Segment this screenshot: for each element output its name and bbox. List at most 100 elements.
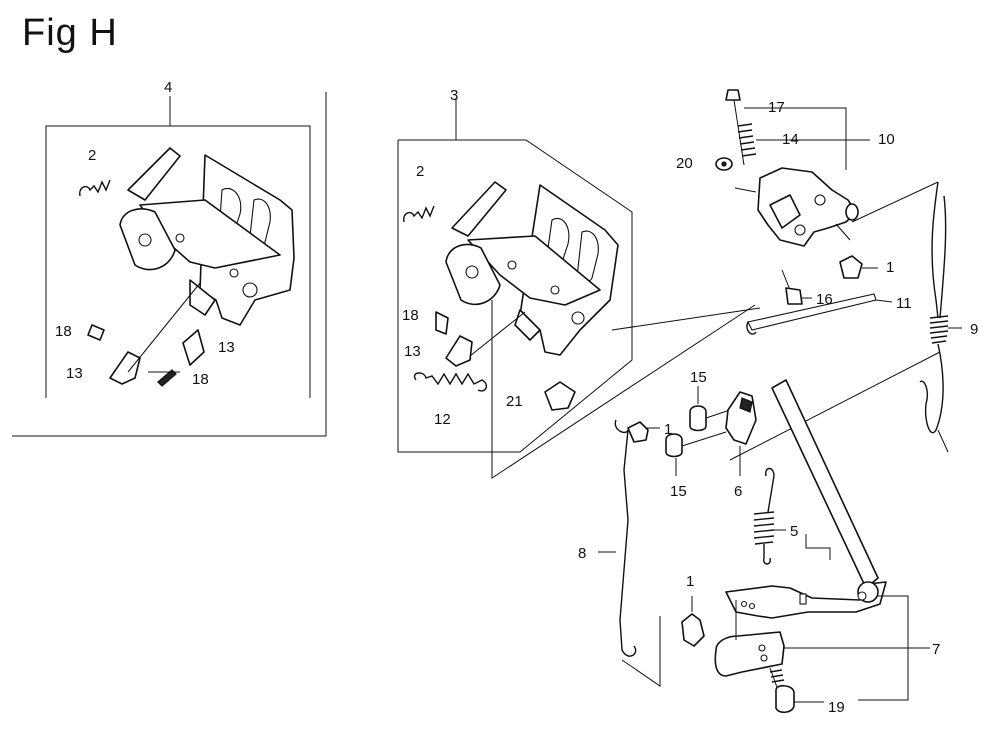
plate-hole (242, 282, 258, 298)
callout-16: 16 (816, 291, 833, 308)
clip-13 (445, 335, 473, 367)
spring-hook (765, 467, 775, 513)
callout-1: 1 (686, 573, 694, 590)
leader-line (127, 282, 201, 373)
bolt-19-thread (769, 669, 785, 683)
divider-line (611, 307, 761, 331)
plate-tab (514, 309, 541, 341)
callout-13: 13 (66, 365, 83, 382)
callout-2: 2 (88, 147, 96, 164)
lever-hole (740, 600, 748, 608)
spring-5 (753, 511, 775, 545)
nut-21 (544, 381, 576, 411)
lever-hole (748, 602, 756, 610)
leader-line (835, 223, 851, 241)
bolt-shank (681, 431, 727, 447)
callout-20: 20 (676, 155, 693, 172)
clip-1 (839, 255, 863, 279)
plate-hole (758, 644, 766, 652)
control-lever-group: 1 7 19 (681, 379, 940, 716)
rod-hook (746, 321, 757, 335)
bolt-15 (665, 433, 683, 458)
callout-2: 2 (416, 163, 424, 180)
callout-7: 7 (932, 641, 940, 658)
bracket-6-shade (739, 397, 753, 413)
callout-1: 1 (664, 421, 672, 438)
lever-slot (799, 593, 807, 605)
linkage-group: 1 15 15 6 5 8 (578, 351, 941, 687)
spring-9 (929, 315, 949, 344)
divider-line (729, 351, 941, 461)
leader-line (804, 107, 847, 170)
rod-8 (614, 419, 637, 657)
assembly-3-frame (397, 139, 633, 453)
spring-2 (403, 205, 435, 223)
bolt-shank (781, 269, 791, 291)
figure-title: Fig H (22, 12, 118, 54)
plate-hole (760, 654, 768, 662)
plate-hole (507, 260, 517, 270)
pivot-hole (138, 233, 152, 247)
callout-18: 18 (402, 307, 419, 324)
leader-line (621, 616, 661, 687)
divider-line (937, 429, 949, 453)
lever-plate-7 (714, 631, 785, 677)
leader-line (734, 187, 757, 193)
bolt-15 (689, 405, 707, 432)
callout-4: 4 (164, 79, 172, 96)
callout-15: 15 (690, 369, 707, 386)
bolt-shank (705, 409, 731, 419)
plate-tab (189, 279, 216, 316)
arm-hole (794, 224, 806, 236)
plate-hole (550, 285, 560, 295)
callout-12: 12 (434, 411, 451, 428)
divider-line (851, 181, 939, 223)
throttle-lever (451, 181, 507, 237)
assembly-4-frame (45, 125, 311, 398)
callout-13: 13 (404, 343, 421, 360)
callout-18: 18 (55, 323, 72, 340)
spring-2 (79, 179, 111, 197)
throttle-lever (127, 147, 181, 201)
spring-wire (931, 181, 939, 319)
lever-arm-7 (771, 379, 879, 589)
spring-14 (737, 123, 757, 157)
leader-line (469, 311, 526, 357)
bolt-18 (157, 369, 177, 387)
pivot-hole (857, 591, 867, 601)
callout-11: 11 (896, 295, 912, 312)
bolt-18 (87, 324, 105, 341)
spring-wire (939, 195, 947, 319)
arm-boss (845, 203, 859, 221)
callout-14: 14 (782, 131, 799, 148)
clip-1 (627, 421, 649, 443)
callout-15: 15 (670, 483, 687, 500)
bolt-17 (725, 89, 741, 101)
callout-21: 21 (506, 393, 523, 410)
bolt-18 (435, 311, 449, 335)
clip-1 (681, 613, 705, 647)
callout-5: 5 (790, 523, 798, 540)
clip-13 (182, 329, 205, 366)
plate-hole (571, 311, 585, 325)
rod-11 (747, 293, 877, 331)
callout-10: 10 (878, 131, 895, 148)
bolt-19 (775, 684, 795, 714)
callout-18: 18 (192, 371, 209, 388)
spring-hook (919, 343, 944, 434)
spring-hook (763, 544, 771, 565)
bolt-16 (785, 287, 803, 305)
callout-9: 9 (970, 321, 978, 338)
callout-17: 17 (768, 99, 785, 116)
clip-13 (109, 351, 141, 385)
leader-line (805, 534, 831, 560)
assembly-3-group: 3 2 18 13 12 21 (397, 87, 756, 479)
plate-flange (467, 235, 601, 306)
plate-hole (175, 233, 185, 243)
callout-13: 13 (218, 339, 235, 356)
spring-12 (413, 372, 488, 392)
callout-3: 3 (450, 87, 458, 104)
plate-hole (229, 268, 239, 278)
